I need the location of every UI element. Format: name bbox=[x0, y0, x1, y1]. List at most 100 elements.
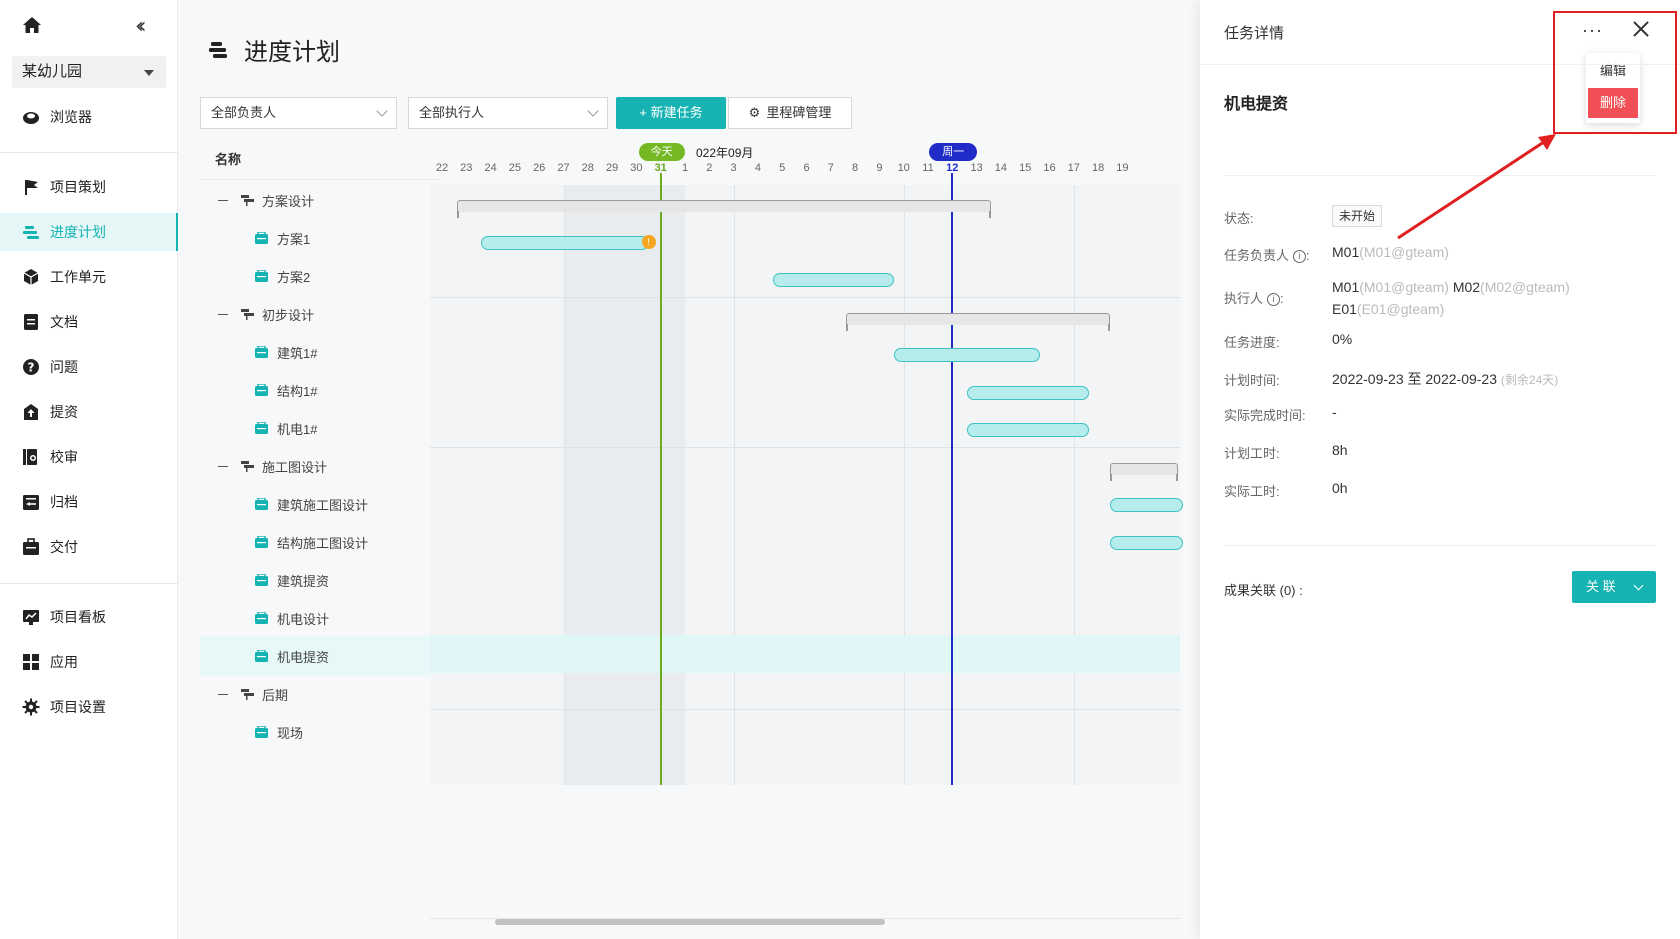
group-bar[interactable] bbox=[456, 200, 992, 218]
upload-icon bbox=[24, 404, 38, 420]
svg-text:?: ? bbox=[28, 361, 35, 375]
task-icon bbox=[255, 346, 268, 358]
task-row[interactable]: 机电1# bbox=[200, 408, 440, 448]
collapse-icon[interactable] bbox=[218, 693, 228, 695]
task-bar[interactable] bbox=[967, 385, 1089, 400]
task-row[interactable]: 机电设计 bbox=[200, 598, 440, 638]
task-icon bbox=[255, 498, 268, 510]
owner-label-text: 任务负责人 bbox=[1224, 248, 1290, 263]
plan-time-range: 2022-09-23 至 2022-09-23 bbox=[1332, 371, 1498, 387]
horizontal-scrollbar[interactable] bbox=[495, 919, 885, 925]
task-row[interactable]: 结构1# bbox=[200, 370, 440, 410]
new-task-button[interactable]: + 新建任务 bbox=[616, 97, 726, 129]
actual-hours-label: 实际工时: bbox=[1224, 484, 1280, 499]
owner-label-colon: : bbox=[1306, 248, 1310, 263]
task-row-label: 机电提资 bbox=[277, 649, 330, 665]
task-row[interactable]: 建筑提资 bbox=[200, 560, 440, 600]
task-bar[interactable] bbox=[481, 235, 649, 250]
task-icon bbox=[255, 574, 268, 586]
sidebar-item-settings[interactable]: 项目设置 bbox=[0, 688, 178, 726]
home-icon[interactable] bbox=[22, 16, 42, 34]
gantt-day-label: 14 bbox=[994, 162, 1008, 174]
sidebar-item-schedule[interactable]: 进度计划 bbox=[0, 213, 178, 251]
dashboard-icon bbox=[23, 610, 39, 625]
warning-icon: ! bbox=[641, 234, 656, 249]
briefcase-icon bbox=[23, 538, 39, 555]
task-bar[interactable] bbox=[894, 348, 1040, 362]
chevron-down-icon bbox=[376, 105, 388, 117]
task-bar[interactable] bbox=[772, 273, 895, 287]
monday-badge: 周一 bbox=[929, 143, 978, 161]
sidebar-item-documents[interactable]: 文档 bbox=[0, 303, 178, 341]
gantt-icon bbox=[209, 41, 227, 58]
executor-1-id: (M01@gteam) bbox=[1359, 279, 1449, 295]
gantt-day-label: 6 bbox=[803, 162, 810, 174]
panel-title: 任务详情 bbox=[1224, 25, 1285, 42]
today-line bbox=[659, 173, 662, 785]
sidebar-item-delivery[interactable]: 交付 bbox=[0, 528, 178, 566]
sidebar-item-work-unit[interactable]: 工作单元 bbox=[0, 258, 178, 296]
link-button[interactable]: 关 联 bbox=[1572, 571, 1656, 603]
gantt-gridline bbox=[1073, 185, 1075, 785]
task-row[interactable]: 现场 bbox=[200, 712, 440, 752]
task-bar[interactable] bbox=[1110, 535, 1184, 550]
task-row[interactable]: 建筑施工图设计 bbox=[200, 484, 440, 524]
task-group-row[interactable]: 后期 bbox=[200, 674, 440, 714]
gantt-day-label: 18 bbox=[1091, 162, 1105, 174]
more-icon[interactable]: ··· bbox=[1582, 20, 1603, 40]
project-select[interactable]: 某幼儿园 bbox=[12, 56, 166, 88]
menu-item-delete[interactable]: 删除 bbox=[1588, 88, 1638, 118]
task-row[interactable]: 方案1 bbox=[200, 218, 440, 258]
plan-time-remain: (剩余24天) bbox=[1500, 373, 1559, 387]
task-bar[interactable] bbox=[967, 423, 1089, 437]
plan-time-label: 计划时间: bbox=[1224, 373, 1280, 388]
task-row[interactable]: 建筑1# bbox=[200, 332, 440, 372]
today-badge: 今天 bbox=[638, 143, 685, 161]
gantt-day-label: 2 bbox=[706, 162, 713, 174]
task-bar[interactable] bbox=[1110, 498, 1184, 512]
menu-item-edit[interactable]: 编辑 bbox=[1599, 63, 1626, 78]
sidebar-item-submit[interactable]: 提资 bbox=[0, 393, 178, 431]
task-row[interactable]: 方案2 bbox=[200, 256, 440, 296]
executor-value: M01(M01@gteam) M02(M02@gteam) E01(E01@gt… bbox=[1332, 276, 1652, 320]
task-group-row[interactable]: 初步设计 bbox=[200, 294, 440, 334]
sidebar-item-archive[interactable]: 归档 bbox=[0, 483, 178, 521]
task-row[interactable]: 结构施工图设计 bbox=[200, 522, 440, 562]
gantt-icon bbox=[23, 226, 39, 239]
milestone-button[interactable]: ⚙里程碑管理 bbox=[728, 97, 852, 129]
cube-icon bbox=[23, 269, 39, 285]
owner-filter[interactable]: 全部负责人 bbox=[200, 97, 397, 129]
task-row-label: 施工图设计 bbox=[262, 459, 328, 475]
caret-down-icon bbox=[144, 70, 154, 76]
sidebar-item-browser[interactable]: 浏览器 bbox=[0, 98, 178, 136]
divider bbox=[1224, 545, 1656, 546]
group-bar[interactable] bbox=[1110, 462, 1179, 481]
collapse-icon[interactable] bbox=[218, 199, 228, 201]
sidebar-item-planning[interactable]: 项目策划 bbox=[0, 168, 178, 206]
task-group-row[interactable]: 施工图设计 bbox=[200, 446, 440, 486]
sidebar-item-review[interactable]: 校审 bbox=[0, 438, 178, 476]
task-row-label: 机电1# bbox=[277, 421, 318, 437]
gantt-day-label: 1 bbox=[681, 162, 689, 174]
gantt-day-label: 24 bbox=[484, 162, 497, 174]
gantt-day-label: 30 bbox=[630, 162, 643, 174]
collapse-icon[interactable] bbox=[218, 313, 228, 315]
group-bar[interactable] bbox=[845, 312, 1111, 331]
task-row-label: 方案设计 bbox=[262, 193, 315, 209]
sidebar-item-dashboard[interactable]: 项目看板 bbox=[0, 598, 178, 636]
task-icon bbox=[255, 612, 268, 624]
sidebar-item-apps[interactable]: 应用 bbox=[0, 643, 178, 681]
task-list-header: 名称 bbox=[200, 140, 440, 180]
info-icon[interactable]: i bbox=[1267, 293, 1281, 306]
task-row-label: 现场 bbox=[277, 725, 304, 741]
collapse-icon[interactable] bbox=[218, 465, 228, 467]
task-row[interactable]: 机电提资 bbox=[200, 636, 440, 676]
executor-filter[interactable]: 全部执行人 bbox=[408, 97, 608, 129]
task-group-row[interactable]: 方案设计 bbox=[200, 180, 440, 220]
info-icon[interactable]: i bbox=[1293, 250, 1307, 263]
sidebar-item-issues[interactable]: ? 问题 bbox=[0, 348, 178, 386]
executor-2-id: (M02@gteam) bbox=[1480, 279, 1570, 295]
link-button-label: 关 联 bbox=[1586, 579, 1616, 594]
gantt-day-label: 15 bbox=[1019, 162, 1032, 174]
collapse-sidebar-icon[interactable]: ‹‹ bbox=[135, 14, 146, 39]
